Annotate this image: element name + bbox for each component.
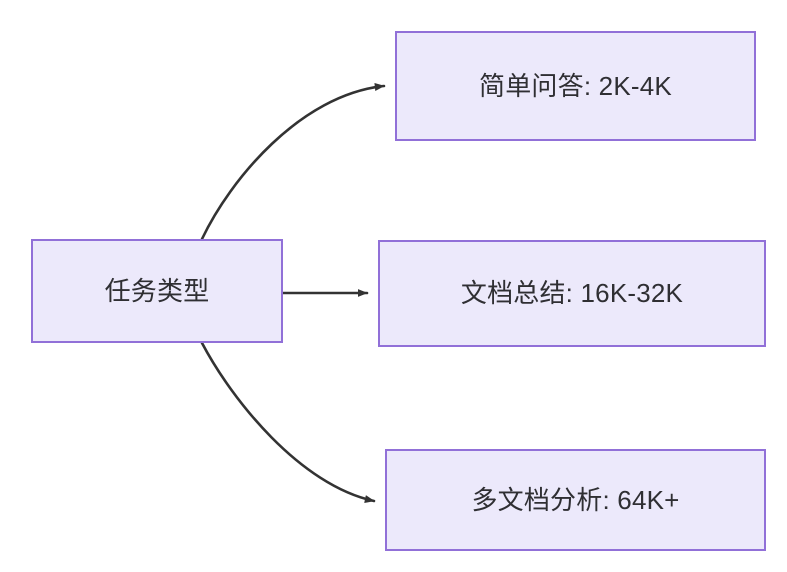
edge-root-to-simple-qa: [200, 83, 386, 241]
node-multi-doc[interactable]: 多文档分析: 64K+: [385, 449, 766, 551]
node-label: 简单问答: 2K-4K: [479, 70, 672, 101]
node-label: 文档总结: 16K-32K: [460, 278, 684, 309]
node-doc-summary[interactable]: 文档总结: 16K-32K: [378, 240, 766, 347]
node-label: 多文档分析: 64K+: [471, 484, 680, 515]
edge-root-to-multi-doc: [200, 341, 376, 503]
node-task-type[interactable]: 任务类型: [31, 239, 283, 343]
node-label: 任务类型: [104, 275, 210, 306]
node-simple-qa[interactable]: 简单问答: 2K-4K: [395, 31, 756, 141]
